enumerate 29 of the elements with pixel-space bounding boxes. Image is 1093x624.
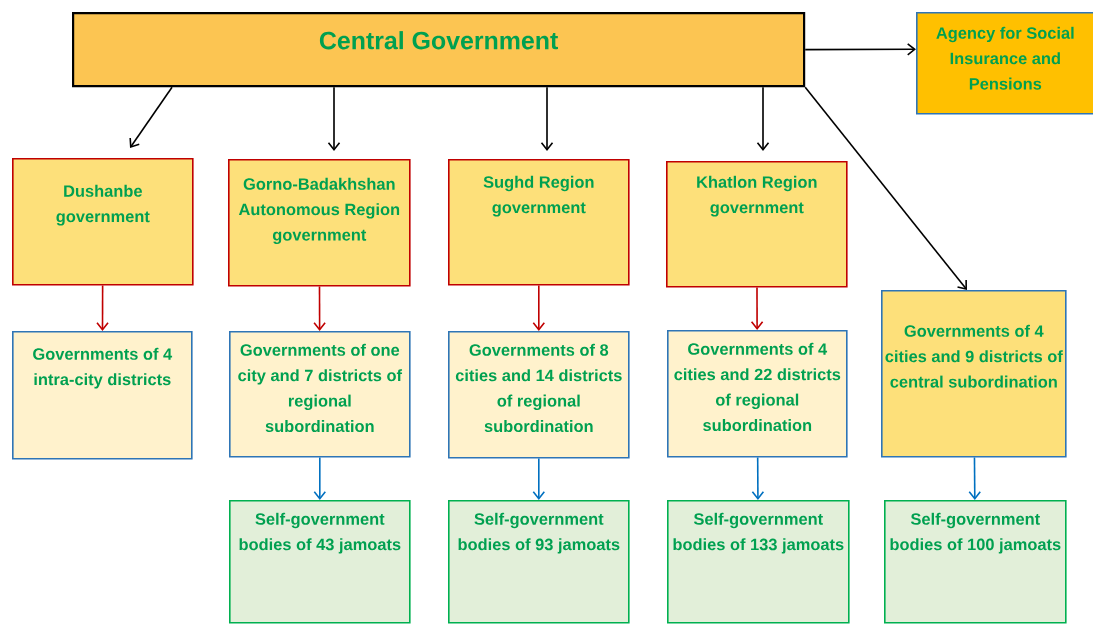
agency-box: Agency for Social Insurance and Pensions — [916, 12, 1093, 115]
arrow — [532, 284, 546, 331]
arrow — [129, 86, 173, 148]
district-box: Governments of 4 cities and 9 districts of central subordination — [881, 290, 1067, 458]
region-box: Sughd Region government — [448, 159, 630, 286]
arrow — [313, 285, 326, 331]
arrow — [313, 456, 327, 500]
arrow — [756, 86, 770, 151]
arrow — [804, 43, 916, 56]
jamoat-box: Self-government bodies of 100 jamoats — [884, 500, 1067, 624]
district-box: Governments of 4 intra-city districts — [12, 331, 193, 460]
region-box: Dushanbe government — [12, 158, 194, 286]
jamoat-box: Self-government bodies of 93 jamoats — [448, 500, 630, 624]
arrow — [540, 86, 554, 151]
arrow — [804, 86, 967, 290]
jamoat-box: Self-government bodies of 133 jamoats — [667, 500, 850, 624]
arrow — [96, 284, 109, 331]
arrow — [751, 456, 765, 500]
arrow — [327, 86, 341, 151]
arrow — [532, 457, 546, 500]
district-box: Governments of 4 cities and 22 districts of regional subordination — [667, 330, 848, 458]
region-box: Khatlon Region government — [666, 161, 848, 288]
arrow — [968, 456, 982, 500]
district-box: Governments of one city and 7 districts of regional subordination — [229, 331, 411, 458]
arrow — [750, 286, 764, 330]
district-box: Governments of 8 cities and 14 districts of regional subordination — [448, 331, 630, 459]
region-box: Gorno-Badakhshan Autonomous Region government — [228, 159, 411, 287]
title-box: Central Government — [72, 12, 806, 88]
jamoat-box: Self-government bodies of 43 jamoats — [229, 500, 411, 624]
